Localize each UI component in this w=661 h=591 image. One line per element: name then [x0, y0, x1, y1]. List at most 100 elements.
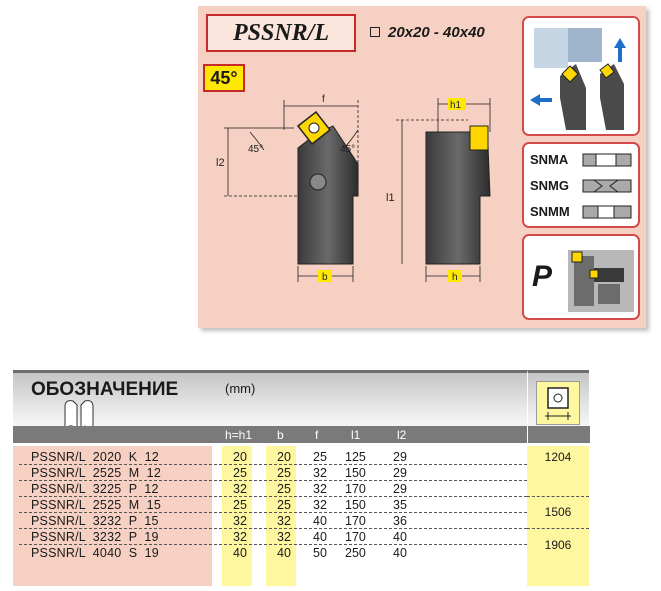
row-h: 32 [233, 530, 247, 544]
table-row: PSSNR/L 3232 P 19 32 32 40 170 40 [13, 529, 527, 545]
row-h: 32 [233, 482, 247, 496]
insert-column-header [527, 370, 590, 443]
dim-angle-left: 45° [248, 144, 263, 155]
insert-type-label: SNMA [530, 152, 569, 167]
clamp-screw-icon [309, 173, 327, 191]
insert-code: 1204 [544, 450, 572, 464]
designation-column-bg [13, 446, 212, 586]
row-l2: 29 [393, 450, 407, 464]
row-l2: 29 [393, 482, 407, 496]
designation-heading: ОБОЗНАЧЕНИЕ [31, 379, 179, 400]
dim-h-label: h [452, 272, 458, 283]
row-l2: 29 [393, 466, 407, 480]
row-designation: PSSNR/L 2020 K 12 [31, 450, 159, 464]
tool-technical-drawing: f l2 45° 45° b h1 l1 h [216, 94, 491, 283]
row-h: 25 [233, 498, 247, 512]
row-b: 20 [277, 450, 291, 464]
insert-profile-icon [582, 179, 632, 192]
table-row: PSSNR/L 3225 P 12 32 25 32 170 29 [13, 481, 527, 497]
col-header-b: b [277, 428, 284, 442]
row-f: 32 [313, 482, 327, 496]
approach-angle-badge: 45° [203, 64, 245, 92]
insert-code: 1506 [544, 505, 572, 519]
dim-l1-label: l1 [386, 192, 395, 204]
column-headers: h=h1 b f l1 l2 [13, 426, 527, 443]
insert-code-separator [527, 528, 589, 529]
square-shank-icon [370, 27, 380, 37]
insert-side-view [469, 125, 489, 151]
row-l1: 125 [345, 450, 366, 464]
holder-side-view [425, 131, 491, 265]
row-b: 25 [277, 498, 291, 512]
row-l1: 150 [345, 466, 366, 480]
dim-l2-label: l2 [216, 157, 225, 169]
insert-column-bg [527, 446, 589, 586]
row-l2: 35 [393, 498, 407, 512]
row-b: 25 [277, 482, 291, 496]
size-range: 20x20 - 40x40 [370, 24, 485, 41]
dim-f-label: f [322, 94, 325, 105]
b-column-bg [266, 446, 296, 586]
row-f: 40 [313, 530, 327, 544]
table-row: PSSNR/L 2525 M 15 25 25 32 150 35 [13, 497, 527, 513]
tool-info-panel: PSSNR/L 20x20 - 40x40 45° f l2 45° 45° [198, 6, 646, 328]
table-row: PSSNR/L 4040 S 19 40 40 50 250 40 [13, 545, 527, 561]
row-b: 32 [277, 530, 291, 544]
row-l1: 170 [345, 514, 366, 528]
dim-b-label: b [322, 272, 328, 283]
row-f: 32 [313, 466, 327, 480]
unit-label: (mm) [225, 381, 256, 396]
table-header: ОБОЗНАЧЕНИЕ (mm) R L h=h1 b f l1 l2 [13, 370, 527, 443]
insert-code: 1906 [544, 538, 572, 552]
row-h: 20 [233, 450, 247, 464]
row-designation: PSSNR/L 2525 M 15 [31, 498, 161, 512]
row-l1: 150 [345, 498, 366, 512]
row-h: 40 [233, 546, 247, 560]
insert-profile-icon [582, 205, 632, 218]
insert-type-row: SNMG [530, 178, 632, 193]
row-b: 25 [277, 466, 291, 480]
row-designation: PSSNR/L 4040 S 19 [31, 546, 159, 560]
machine-setup-icon [568, 250, 634, 312]
machining-orientation-box [522, 16, 640, 136]
row-b: 40 [277, 546, 291, 560]
row-l1: 170 [345, 530, 366, 544]
table-row: PSSNR/L 2020 K 12 20 20 25 125 29 [13, 449, 527, 465]
row-designation: PSSNR/L 3232 P 19 [31, 530, 159, 544]
row-f: 50 [313, 546, 327, 560]
row-l2: 36 [393, 514, 407, 528]
square-insert-icon [545, 387, 571, 420]
insert-header-strip [528, 426, 590, 443]
iso-material-group-box: P [522, 234, 640, 320]
row-h: 32 [233, 514, 247, 528]
table-row: PSSNR/L 3232 P 15 32 32 40 170 36 [13, 513, 527, 529]
table-row: PSSNR/L 2525 M 12 25 25 32 150 29 [13, 465, 527, 481]
row-designation: PSSNR/L 2525 M 12 [31, 466, 161, 480]
size-range-text: 20x20 - 40x40 [388, 24, 485, 41]
col-header-l2: l2 [397, 428, 407, 442]
row-f: 32 [313, 498, 327, 512]
tool-title: PSSNR/L [206, 14, 356, 52]
row-designation: PSSNR/L 3232 P 15 [31, 514, 159, 528]
iso-group-letter: P [532, 260, 553, 293]
row-f: 25 [313, 450, 327, 464]
col-header-h: h=h1 [225, 428, 253, 442]
insert-type-row: SNMM [530, 204, 632, 219]
insert-type-row: SNMA [530, 152, 632, 167]
row-l2: 40 [393, 546, 407, 560]
compatible-inserts-box: SNMA SNMG SNMM [522, 142, 640, 228]
col-header-f: f [315, 428, 319, 442]
row-b: 32 [277, 514, 291, 528]
insert-profile-icon [582, 153, 632, 166]
insert-front-view [296, 110, 332, 146]
insert-type-label: SNMM [530, 204, 570, 219]
row-f: 40 [313, 514, 327, 528]
row-l1: 170 [345, 482, 366, 496]
row-l2: 40 [393, 530, 407, 544]
row-l1: 250 [345, 546, 366, 560]
dim-h1-label: h1 [450, 100, 462, 111]
row-h: 25 [233, 466, 247, 480]
dim-angle-right: 45° [340, 144, 355, 155]
machining-orientation-icon [524, 18, 638, 134]
insert-type-label: SNMG [530, 178, 569, 193]
